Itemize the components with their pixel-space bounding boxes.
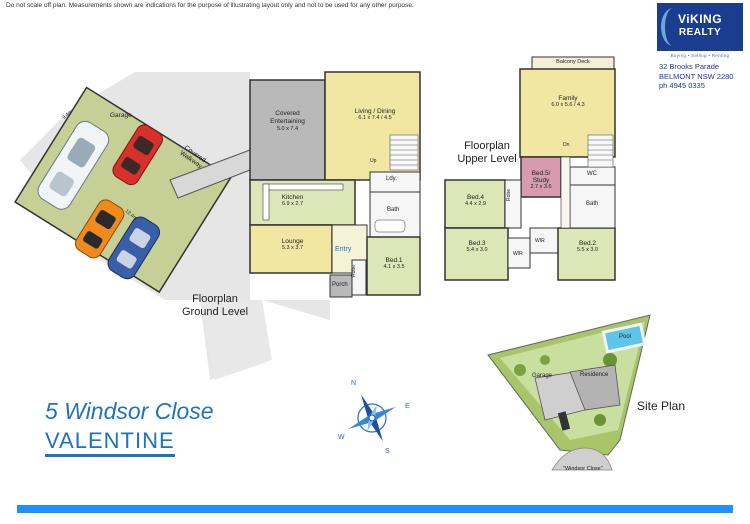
- bed3-text: Bed.3 5.4 x 3.0: [448, 240, 506, 253]
- contact-suburb: BELMONT NSW 2280: [659, 71, 734, 81]
- site-street-label: "Windsor Close": [563, 466, 603, 472]
- ground-label-line1: Floorplan: [192, 293, 238, 305]
- robe-upper-label: Robe: [505, 189, 512, 201]
- compass-east: E: [405, 403, 410, 410]
- site-plan-label: Site Plan: [637, 399, 686, 413]
- bottom-accent-bar: [17, 505, 733, 513]
- bed4-dim: 4.4 x 2.9: [464, 201, 487, 207]
- living-dining-text: Living / Dining 6.1 x 7.4 / 4.5: [335, 108, 415, 121]
- lounge-text: Lounge 5.3 x 3.7: [255, 238, 330, 251]
- upper-label-line1: Floorplan: [464, 140, 510, 152]
- entry-label: Entry: [335, 246, 352, 253]
- bed2-dim: 5.5 x 3.0: [576, 247, 599, 253]
- compass-north: N: [351, 380, 357, 387]
- laundry-label: Ldy.: [386, 176, 397, 182]
- bed5-room: [520, 156, 562, 198]
- garage-label: Garage: [110, 112, 132, 119]
- kitchen-name: Kitchen: [281, 194, 304, 201]
- balcony-label: Balcony Deck: [556, 59, 590, 65]
- robe-upper: [504, 179, 522, 229]
- bed3-name: Bed.3: [468, 240, 486, 247]
- site-plan-drawing: [487, 314, 651, 471]
- bed4-text: Bed.4 4.4 x 2.9: [448, 194, 503, 207]
- lounge-name: Lounge: [281, 238, 304, 245]
- contact-street: 32 Brooks Parade: [659, 62, 720, 71]
- bed3-room: [444, 227, 509, 281]
- contact-phone: ph 4945 0335: [659, 81, 705, 90]
- driveway: [200, 300, 272, 380]
- site-residence-label: Residence: [580, 372, 609, 378]
- ground-stairs: [389, 134, 419, 171]
- lounge-dim: 5.3 x 3.7: [281, 245, 304, 251]
- site-pool-label: Pool: [619, 334, 632, 340]
- bath-label: Bath: [387, 207, 400, 213]
- wir-right-label: WIR: [535, 238, 545, 244]
- family-text: Family 6.0 x 5.6 / 4.3: [528, 95, 608, 108]
- bed4-room: [444, 179, 506, 229]
- upper-plan-label: Floorplan Upper Level: [452, 140, 522, 166]
- ground-label-line2: Ground Level: [181, 306, 249, 318]
- kitchen-dim: 6.9 x 2.7: [281, 201, 304, 207]
- bed2-name: Bed.2: [579, 240, 596, 247]
- bed1-name: Bed.1: [385, 257, 403, 264]
- property-suburb: VALENTINE: [45, 428, 175, 457]
- property-address: 5 Windsor Close: [45, 398, 214, 424]
- covered-entertaining-name: Covered Entertaining: [270, 110, 305, 125]
- compass-south: S: [385, 448, 390, 455]
- living-dining-dim: 6.1 x 7.4 / 4.5: [358, 115, 392, 121]
- robe-ground-label: Robe: [350, 265, 357, 277]
- bed2-text: Bed.2 5.5 x 3.0: [560, 240, 615, 253]
- covered-entertaining-dim: 5.0 x 7.4: [276, 126, 299, 132]
- wir-upper-right: [529, 227, 559, 254]
- porch-area: [329, 274, 353, 298]
- family-name: Family: [558, 95, 578, 102]
- brand-name-line1: ViKING: [677, 12, 723, 26]
- upper-stairs: [587, 134, 614, 168]
- brand-tagline: Buying • Selling • Renting: [670, 53, 730, 58]
- stairs-up-label: Up: [370, 158, 377, 164]
- bed3-dim: 5.4 x 3.0: [466, 247, 488, 253]
- site-garage-label: Garage: [532, 373, 553, 379]
- wc-label: WC: [587, 171, 597, 177]
- upper-bath-room: [569, 184, 616, 229]
- bed1-room: [366, 236, 421, 296]
- bed5-name: Bed.5/ Study: [531, 170, 551, 184]
- ground-plan-label: Floorplan Ground Level: [175, 293, 255, 319]
- bed2-room: [557, 227, 616, 281]
- wir-left-label: WIR: [513, 251, 523, 257]
- bed1-text: Bed.1 4.1 x 3.5: [368, 257, 420, 270]
- living-dining-name: Living / Dining: [354, 108, 396, 115]
- porch-label: Porch: [332, 282, 348, 288]
- bed1-dim: 4.1 x 3.5: [383, 264, 405, 270]
- lounge-room: [249, 224, 333, 274]
- upper-label-line2: Upper Level: [457, 153, 517, 165]
- logo-swoosh-icon: [661, 8, 685, 46]
- compass-west: W: [338, 434, 345, 441]
- laundry-room: [369, 171, 421, 193]
- stairs-down-label: Dn: [563, 142, 570, 148]
- family-dim: 6.0 x 5.6 / 4.3: [551, 102, 585, 108]
- disclaimer-text: Do not scale off plan. Measurements show…: [6, 2, 414, 9]
- compass-rose: [348, 394, 396, 442]
- bed5-dim: 2.7 x 3.6: [530, 184, 552, 190]
- kitchen-text: Kitchen 6.9 x 2.7: [255, 194, 330, 207]
- brand-logo: ViKING REALTY: [657, 3, 743, 51]
- covered-entertaining-text: Covered Entertaining 5.0 x 7.4: [250, 110, 325, 132]
- upper-bath-label: Bath: [586, 201, 599, 207]
- garage-block: [14, 86, 232, 294]
- brand-name-line2: REALTY: [678, 27, 722, 38]
- bed5-text: Bed.5/ Study 2.7 x 3.6: [521, 170, 561, 190]
- bed4-name: Bed.4: [467, 194, 484, 201]
- agency-contact: 32 Brooks Parade BELMONT NSW 2280 ph 494…: [659, 62, 733, 91]
